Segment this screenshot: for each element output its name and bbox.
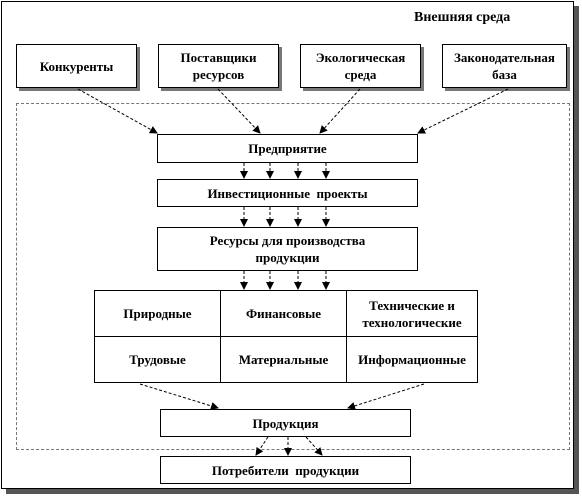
resource-types-grid: Природные Финансовые Технические и техно… xyxy=(94,290,478,383)
consumers-label: Потребители продукции xyxy=(211,462,360,478)
production-resources-label: Ресурсы для производства продукции xyxy=(209,233,366,265)
resource-label: Технические и технологические xyxy=(362,297,462,330)
factor-ecology: Экологическая среда xyxy=(300,44,421,88)
resource-label: Природные xyxy=(123,306,192,321)
resource-labor: Трудовые xyxy=(95,337,221,382)
factor-label: Поставщики ресурсов xyxy=(180,50,257,82)
resource-information: Информационные xyxy=(347,337,477,382)
enterprise-label: Предприятие xyxy=(248,141,327,156)
arrow-ecology-enterprise xyxy=(319,88,361,134)
resource-label: Информационные xyxy=(358,352,466,367)
production-resources-box: Ресурсы для производства продукции xyxy=(157,227,418,271)
consumers-box: Потребители продукции xyxy=(160,456,411,484)
resource-label: Материальные xyxy=(238,352,329,367)
factor-label: Конкуренты xyxy=(39,58,114,74)
arrow-products-consumers xyxy=(255,436,269,456)
arrow-types-products xyxy=(139,383,219,410)
resource-label: Финансовые xyxy=(245,306,322,321)
enterprise-boundary xyxy=(16,103,570,450)
investment-projects-label: Инвестиционные проекты xyxy=(207,185,368,201)
diagram-title: Внешняя среда xyxy=(414,10,511,25)
factor-label: Экологическая среда xyxy=(315,50,406,82)
arrow-legislation-enterprise xyxy=(417,88,509,134)
arrow-types-products xyxy=(347,383,425,410)
factor-suppliers: Поставщики ресурсов xyxy=(158,44,279,88)
resource-natural: Природные xyxy=(95,291,221,337)
factor-label: Законодательная база xyxy=(454,50,555,82)
resource-label: Трудовые xyxy=(129,352,186,367)
enterprise-box: Предприятие xyxy=(157,134,418,163)
products-box: Продукция xyxy=(160,409,411,437)
factor-competitors: Конкуренты xyxy=(16,44,137,88)
resource-financial: Финансовые xyxy=(221,291,347,337)
factor-legislation: Законодательная база xyxy=(442,44,567,88)
arrow-products-consumers xyxy=(305,436,323,456)
arrow-competitors-enterprise xyxy=(77,88,158,134)
products-label: Продукция xyxy=(252,415,319,431)
investment-projects-box: Инвестиционные проекты xyxy=(157,179,418,207)
arrow-suppliers-enterprise xyxy=(217,88,261,134)
resource-material: Материальные xyxy=(221,337,347,382)
resource-technical: Технические и технологические xyxy=(347,291,477,337)
